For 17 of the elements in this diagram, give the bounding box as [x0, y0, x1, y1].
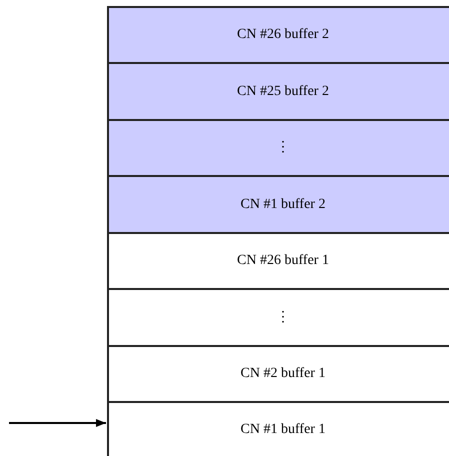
row-label: CN #26 buffer 2: [237, 26, 330, 44]
row-label: CN #25 buffer 2: [237, 82, 330, 100]
buffer-row: [107, 345, 449, 401]
row-label: CN #1 buffer 2: [240, 196, 326, 214]
buffer-row: [107, 288, 449, 345]
row-label: CN #1 buffer 1: [240, 421, 326, 439]
buffer-row: [107, 6, 449, 62]
buffer-row: [107, 401, 449, 456]
row-label: ⋮: [276, 139, 291, 157]
buffer-row: [107, 62, 449, 119]
row-label: CN #2 buffer 1: [240, 365, 326, 383]
buffer-row: [107, 175, 449, 232]
arrow: [9, 419, 106, 427]
buffer-row: [107, 119, 449, 175]
row-label: ⋮: [276, 308, 291, 326]
row-label: CN #26 buffer 1: [237, 252, 330, 270]
buffer-row: [107, 232, 449, 288]
